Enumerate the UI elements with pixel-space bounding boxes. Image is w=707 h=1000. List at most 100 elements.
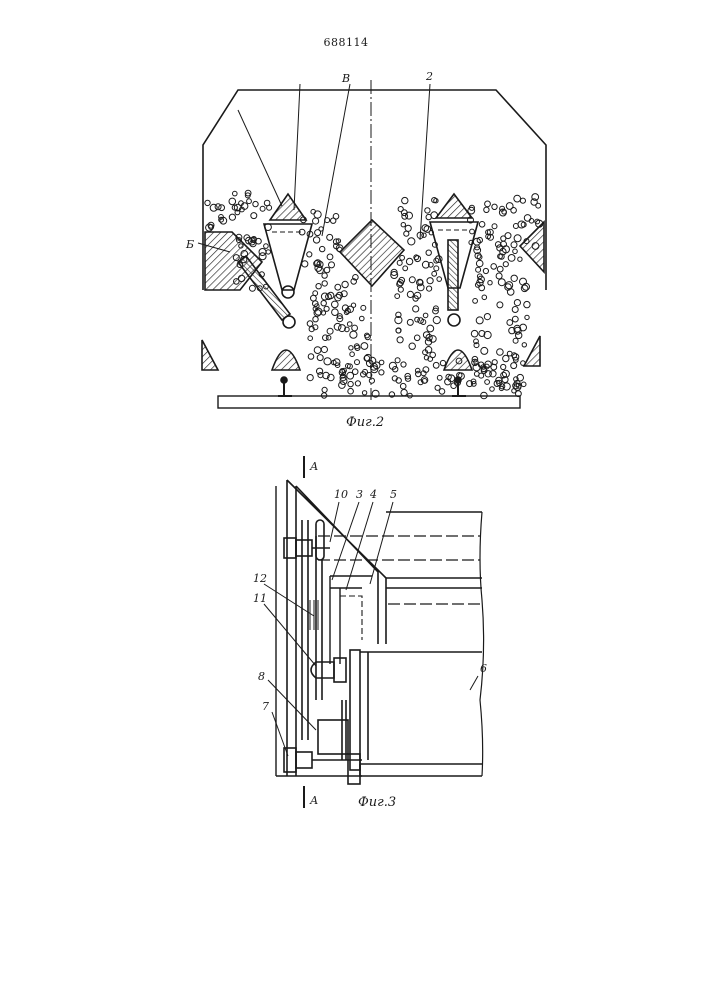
particle bbox=[253, 201, 258, 206]
particle bbox=[497, 266, 503, 272]
particle bbox=[302, 261, 308, 267]
particle bbox=[350, 331, 357, 338]
label-2: 2 bbox=[425, 70, 433, 83]
particle bbox=[260, 206, 265, 211]
particle bbox=[512, 307, 518, 313]
particle bbox=[521, 361, 526, 366]
particle bbox=[422, 225, 429, 232]
label-b-left: Б bbox=[185, 238, 194, 251]
lower-tube bbox=[350, 650, 360, 770]
particle bbox=[327, 328, 333, 334]
particle bbox=[483, 268, 488, 273]
label-4: 4 bbox=[369, 488, 377, 501]
particle bbox=[497, 349, 504, 356]
particle bbox=[485, 371, 491, 377]
particle bbox=[476, 267, 481, 272]
particle bbox=[355, 381, 360, 386]
right-nozzle-cap bbox=[436, 194, 472, 218]
particle bbox=[379, 370, 384, 375]
particle bbox=[334, 323, 341, 330]
particle bbox=[401, 389, 407, 395]
particle bbox=[498, 279, 505, 286]
particle bbox=[215, 204, 221, 210]
particle bbox=[437, 277, 442, 282]
particle bbox=[485, 201, 491, 207]
particle bbox=[508, 255, 515, 262]
particle bbox=[313, 218, 319, 224]
particle bbox=[322, 273, 327, 278]
base-plate bbox=[218, 396, 520, 408]
particle bbox=[407, 319, 413, 325]
particle bbox=[521, 285, 528, 292]
particle bbox=[484, 207, 489, 212]
left-nozzle-cap bbox=[270, 194, 306, 220]
particle bbox=[496, 273, 502, 279]
particle bbox=[406, 258, 412, 264]
particle bbox=[332, 309, 339, 316]
figure-2-caption: Фиг.2 bbox=[346, 415, 384, 430]
particle bbox=[266, 250, 270, 254]
particle bbox=[229, 198, 236, 205]
label-7: 7 bbox=[262, 700, 269, 713]
particle bbox=[479, 222, 485, 228]
particle bbox=[433, 317, 440, 324]
particle bbox=[233, 191, 238, 196]
lower-bump-right bbox=[444, 350, 472, 370]
particle bbox=[513, 338, 518, 343]
particle bbox=[507, 351, 512, 356]
lower-wedge-right bbox=[524, 336, 540, 366]
particle bbox=[324, 267, 330, 273]
particle bbox=[409, 277, 415, 283]
right-vertical-tube bbox=[448, 240, 458, 310]
label-11: 11 bbox=[253, 592, 267, 605]
particle bbox=[395, 294, 400, 299]
particle bbox=[347, 372, 354, 379]
particle bbox=[497, 302, 503, 308]
particle bbox=[259, 253, 266, 260]
particle bbox=[507, 320, 513, 326]
particle bbox=[332, 301, 339, 308]
particle bbox=[313, 317, 318, 322]
particle bbox=[307, 252, 312, 257]
particle bbox=[247, 199, 252, 204]
particle bbox=[432, 271, 437, 276]
particle bbox=[406, 212, 413, 219]
particle bbox=[316, 284, 321, 289]
particle bbox=[511, 208, 517, 214]
particle bbox=[335, 284, 341, 290]
particle bbox=[402, 197, 408, 203]
particle bbox=[422, 233, 426, 237]
particle bbox=[415, 256, 421, 262]
particle bbox=[437, 375, 442, 380]
particle bbox=[256, 238, 262, 244]
particle bbox=[425, 208, 430, 213]
particle bbox=[521, 382, 526, 387]
particle bbox=[474, 372, 479, 377]
particle bbox=[416, 371, 421, 376]
particle bbox=[398, 287, 403, 292]
particle bbox=[324, 306, 329, 311]
particle bbox=[397, 260, 402, 265]
particle bbox=[350, 352, 355, 357]
particle bbox=[501, 364, 506, 369]
particle bbox=[333, 359, 340, 366]
lower-housing-6 bbox=[360, 652, 482, 760]
particle bbox=[308, 354, 314, 360]
top-bolt-head bbox=[284, 538, 296, 558]
particle bbox=[339, 382, 346, 389]
figure-2 bbox=[198, 80, 546, 408]
particle bbox=[409, 343, 415, 349]
particle bbox=[307, 375, 313, 381]
particle bbox=[434, 266, 439, 271]
particle bbox=[361, 305, 366, 310]
lower-wedge-left bbox=[202, 340, 218, 370]
particle bbox=[426, 250, 431, 255]
bottom-bolt-head bbox=[284, 748, 296, 772]
particle bbox=[523, 283, 530, 290]
particle bbox=[333, 214, 339, 220]
particle bbox=[506, 282, 513, 289]
particle bbox=[492, 204, 497, 209]
particle bbox=[525, 315, 529, 319]
particle bbox=[320, 246, 325, 251]
particle bbox=[323, 335, 329, 341]
